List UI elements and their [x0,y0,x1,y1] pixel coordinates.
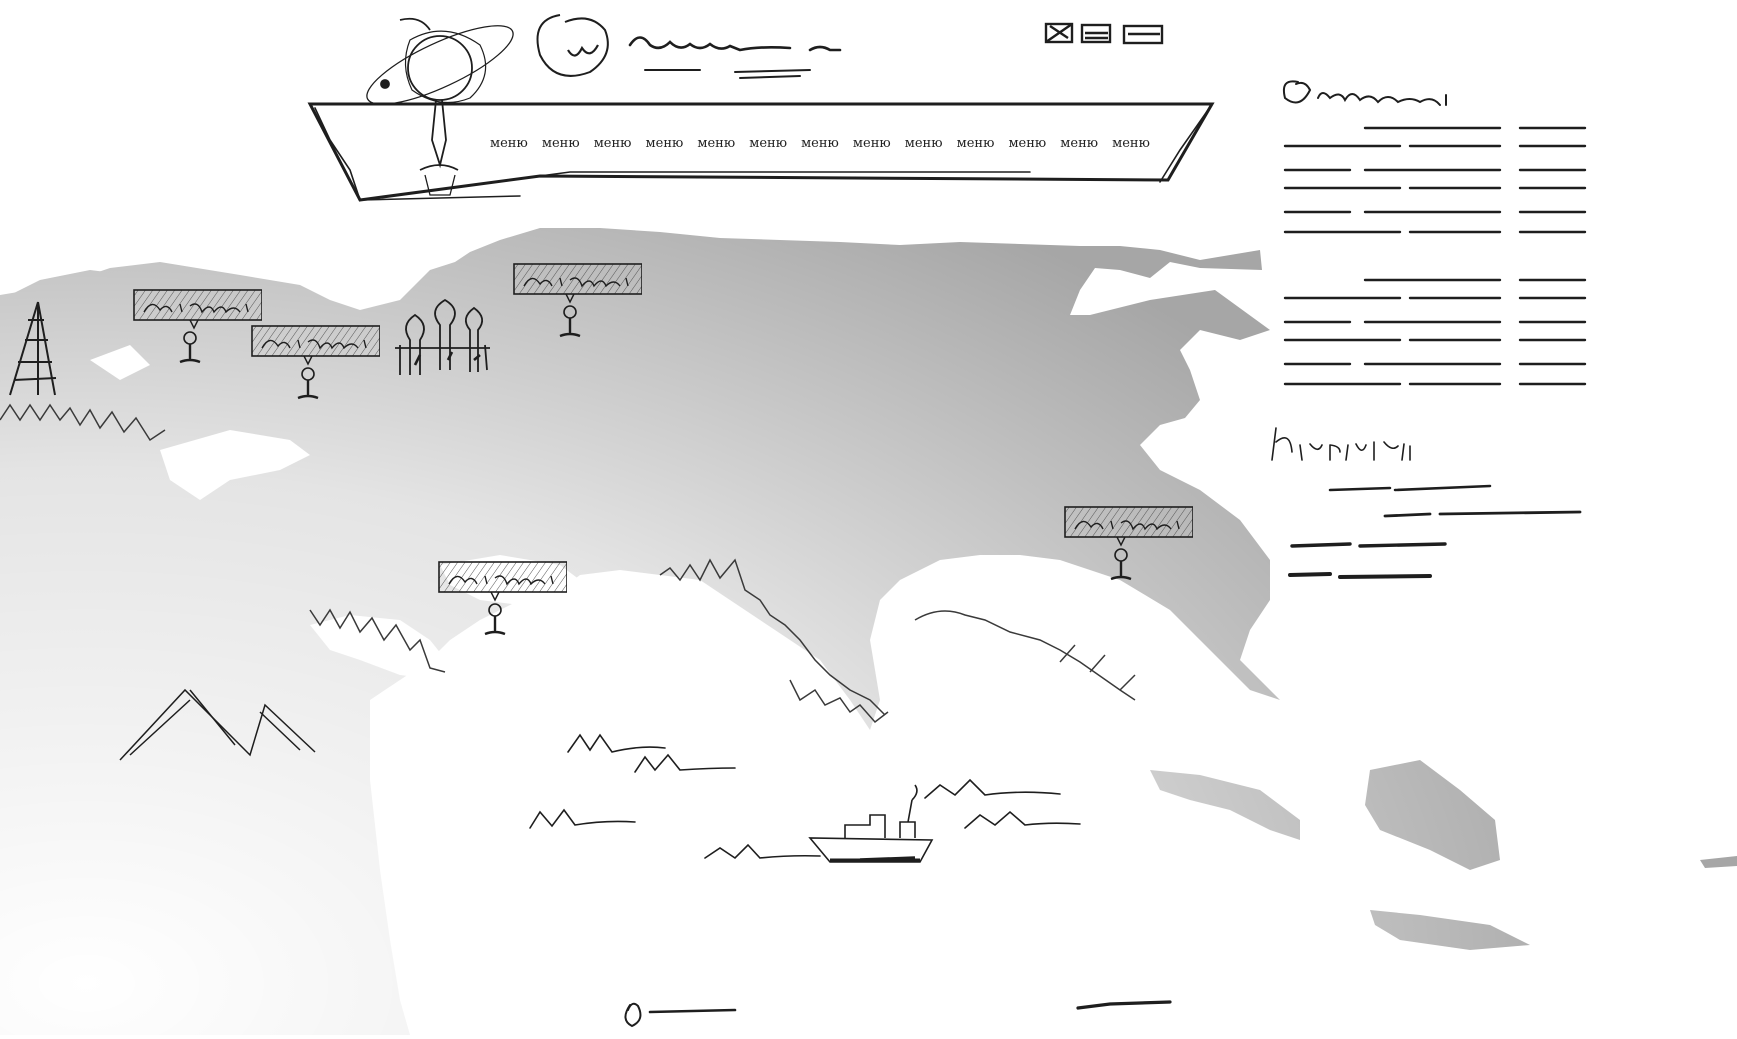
company-pin-icon [251,325,381,400]
nav-item-3[interactable]: меню [593,136,632,151]
nav-item-7[interactable]: меню [801,136,839,151]
nav-item-2[interactable]: меню [541,136,580,151]
nav-item-9[interactable]: меню [904,136,943,151]
main-nav: меню меню меню меню меню меню меню меню … [490,134,1150,156]
nav-item-13[interactable]: меню [1112,136,1150,151]
kremlin-icon [395,298,490,375]
logo-circle-icon [536,14,609,77]
footer [624,1000,1172,1028]
company-marker-2[interactable] [250,324,381,414]
nav-item-11[interactable]: меню [1008,136,1047,151]
nav-item-4[interactable]: меню [645,136,684,151]
ship-icon [808,784,934,863]
company-marker-1[interactable] [132,288,263,378]
company-marker-4[interactable] [437,560,568,650]
nav-item-10[interactable]: меню [956,136,995,151]
header [307,102,1215,202]
nav-item-12[interactable]: меню [1060,136,1099,151]
company-pin-icon [513,263,643,338]
nav-item-1[interactable]: меню [490,136,528,151]
window-controls-icon[interactable] [1044,22,1164,45]
company-pin-icon [438,561,568,636]
waves-icon [529,733,1081,860]
company-marker-5[interactable] [1063,505,1194,595]
company-marker-3[interactable] [512,262,643,352]
company-pin-icon [133,289,263,364]
company-pin-icon [1064,506,1194,581]
nav-item-5[interactable]: меню [697,136,736,151]
site-title-scribble [628,36,842,79]
mountains-icon [119,688,316,761]
nav-item-8[interactable]: меню [852,136,891,151]
contacts-section [1271,427,1582,579]
logo-tree-icon [366,17,514,196]
nav-item-6[interactable]: меню [749,136,788,151]
about-section [1282,80,1587,386]
coast-hatching [0,403,1136,724]
oil-derrick-icon [9,301,57,396]
